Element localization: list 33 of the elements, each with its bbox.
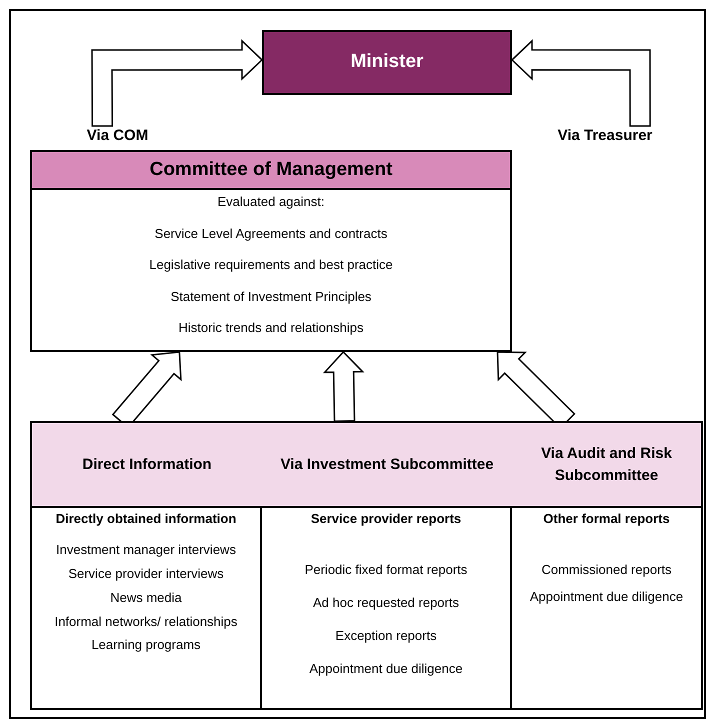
list-item: Learning programs xyxy=(91,637,201,654)
column-subheading: Service provider reports xyxy=(310,511,462,528)
title-band: Committee of Management xyxy=(32,152,510,190)
list-item: Service provider interviews xyxy=(68,566,224,583)
route-label: Via COM xyxy=(70,126,165,146)
criteria-item: Statement of Investment Principles xyxy=(170,288,372,306)
minister-box: Minister xyxy=(262,30,512,95)
list-item: Exception reports xyxy=(335,628,437,645)
column-subheading: Directly obtained information xyxy=(56,511,236,528)
list-item: Informal networks/ relationships xyxy=(54,614,238,630)
committee-box xyxy=(30,150,512,352)
route-label: Via Treasurer xyxy=(540,126,670,146)
list-item: Commissioned reports xyxy=(541,562,672,579)
column-subheading: Other formal reports xyxy=(543,511,670,528)
criteria-item: Legislative requirements and best practice xyxy=(149,256,393,274)
list-item: Periodic fixed format reports xyxy=(304,562,468,579)
criteria-item: Historic trends and relationships xyxy=(178,319,364,337)
list-item: Investment manager interviews xyxy=(56,542,236,559)
block-arrow xyxy=(510,39,651,127)
column-header: Direct Information xyxy=(32,423,262,508)
criteria-item: Service Level Agreements and contracts xyxy=(154,224,388,243)
list-item: Ad hoc requested reports xyxy=(313,594,459,612)
table-column xyxy=(262,421,512,710)
list-item: Appointment due diligence xyxy=(530,588,684,606)
column-header: Via Audit and Risk Subcommittee xyxy=(512,423,701,508)
list-item: Appointment due diligence xyxy=(309,660,463,678)
table-column xyxy=(512,421,703,710)
list-heading: Evaluated against: xyxy=(218,193,324,211)
list-item: News media xyxy=(110,590,182,607)
block-arrow xyxy=(322,350,364,422)
table-column xyxy=(30,421,262,710)
column-header: Via Investment Subcommittee xyxy=(262,423,512,508)
block-arrow xyxy=(91,39,264,127)
